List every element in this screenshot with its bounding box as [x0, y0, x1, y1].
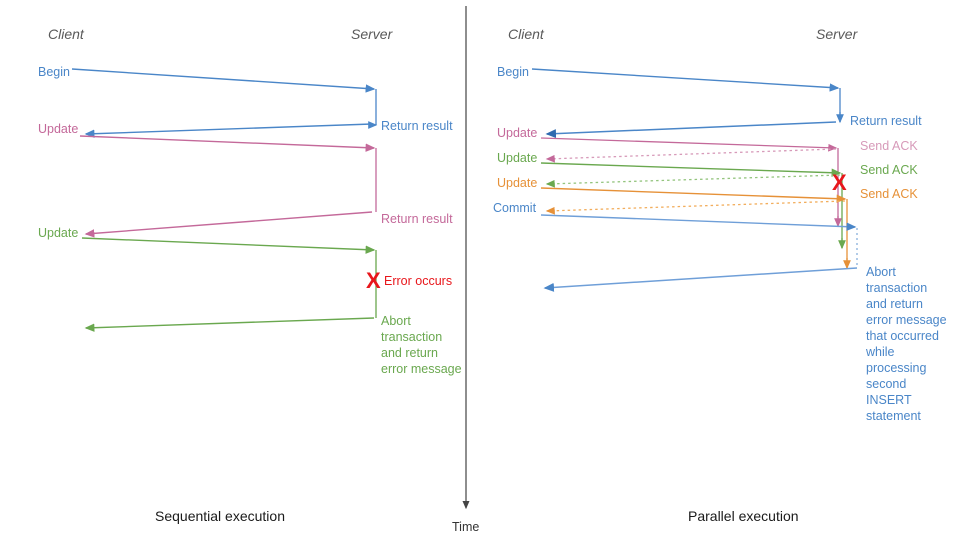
label-update-2-left: Update	[38, 226, 78, 240]
abort-text-right: Abort transaction and return error messa…	[865, 265, 947, 423]
arrow-begin-request	[71, 68, 376, 93]
header-server-left: Server	[351, 26, 394, 42]
caption-sequential: Sequential execution	[155, 508, 285, 524]
arrow-update-3-right	[540, 187, 847, 203]
arrow-update-request-2	[81, 237, 376, 254]
right-panel-parallel: Client Server Begin Update Update Update…	[493, 26, 947, 524]
arrow-send-ack-2	[545, 174, 841, 188]
abort-line: error message	[866, 313, 947, 327]
label-update-3-right: Update	[497, 176, 537, 190]
label-update-1-right: Update	[497, 126, 537, 140]
arrow-return-result-right-back	[545, 121, 837, 139]
arrow-update-request-1	[79, 135, 376, 152]
error-x-icon-right: X	[832, 170, 847, 195]
arrow-update-1-right	[540, 137, 838, 152]
abort-line: statement	[866, 409, 921, 423]
arrow-send-ack-1	[545, 148, 837, 163]
abort-line: Abort	[866, 265, 896, 279]
label-send-ack-2: Send ACK	[860, 163, 918, 177]
arrow-send-ack-3	[545, 200, 846, 215]
caption-parallel: Parallel execution	[688, 508, 799, 524]
arrow-begin-request-right	[531, 68, 840, 92]
arrow-abort-response	[84, 317, 375, 332]
abort-line: Abort	[381, 314, 411, 328]
header-client-left: Client	[48, 26, 85, 42]
label-commit-right: Commit	[493, 201, 537, 215]
error-x-icon-left: X	[366, 268, 381, 293]
label-return-result-2: Return result	[381, 212, 453, 226]
label-return-result-1: Return result	[381, 119, 453, 133]
abort-line: transaction	[381, 330, 442, 344]
label-begin-left: Begin	[38, 65, 70, 79]
arrow-abort-response-right	[543, 267, 858, 292]
arrow-update-2-right	[540, 162, 842, 177]
label-error-occurs: Error occurs	[384, 274, 452, 288]
abort-line: and return	[381, 346, 438, 360]
abort-line: processing	[866, 361, 926, 375]
abort-line: transaction	[866, 281, 927, 295]
abort-line: second	[866, 377, 906, 391]
arrow-return-result-2-back	[84, 211, 373, 238]
label-update-1-left: Update	[38, 122, 78, 136]
label-update-2-right: Update	[497, 151, 537, 165]
label-send-ack-1: Send ACK	[860, 139, 918, 153]
abort-line: while	[865, 345, 895, 359]
header-client-right: Client	[508, 26, 545, 42]
header-server-right: Server	[816, 26, 859, 42]
label-send-ack-3: Send ACK	[860, 187, 918, 201]
label-begin-right: Begin	[497, 65, 529, 79]
abort-line: error message	[381, 362, 462, 376]
label-return-result-right: Return result	[850, 114, 922, 128]
arrow-return-result-1-back	[84, 123, 373, 138]
abort-line: and return	[866, 297, 923, 311]
label-time-axis: Time	[452, 520, 479, 534]
abort-line: INSERT	[866, 393, 912, 407]
abort-text-left: Abort transaction and return error messa…	[381, 314, 462, 376]
abort-line: that occurred	[866, 329, 939, 343]
left-panel-sequential: Client Server Begin Return result Update…	[38, 26, 462, 524]
arrow-commit-request	[540, 214, 857, 231]
